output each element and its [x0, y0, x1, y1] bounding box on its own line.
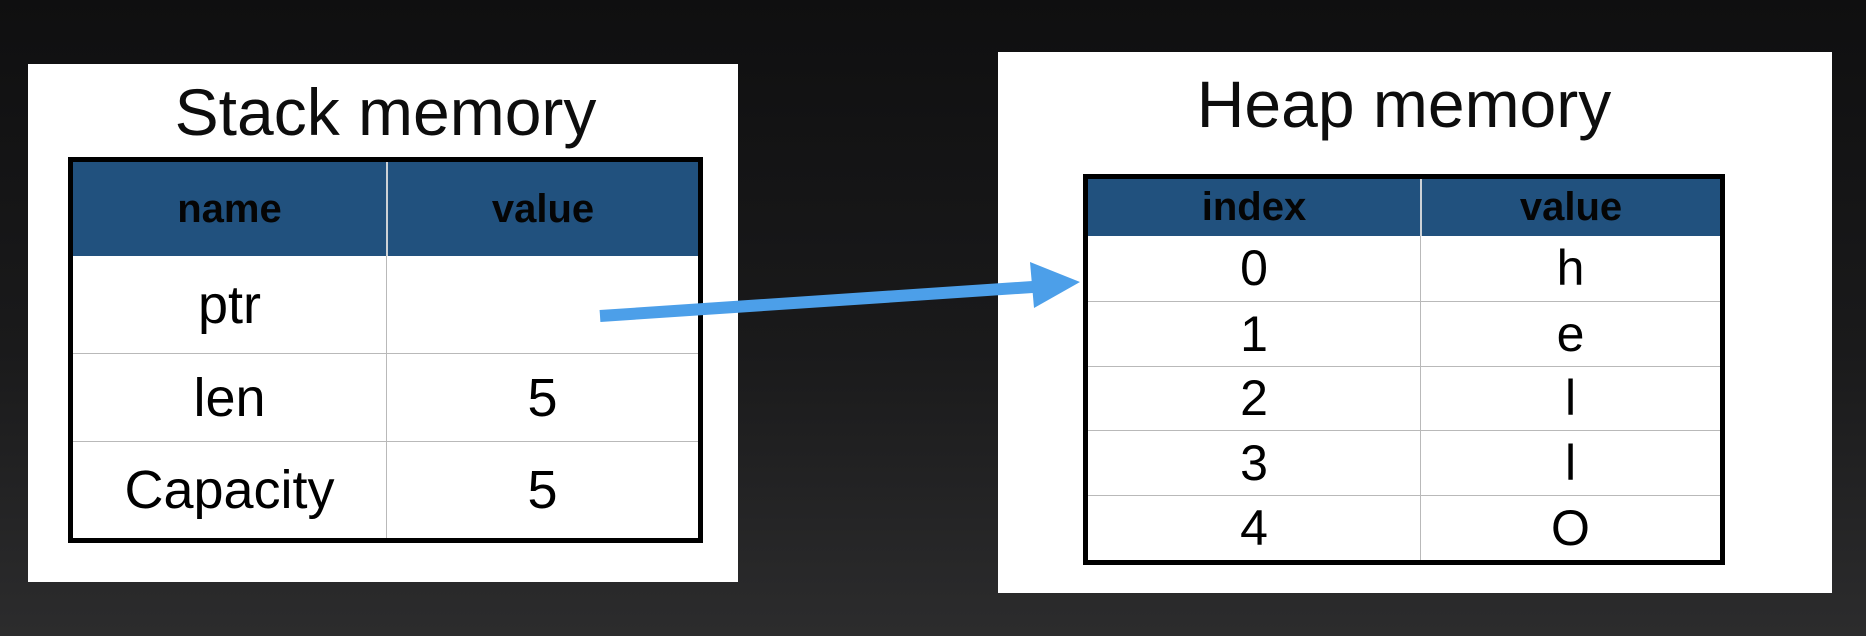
heap-cell-value-0: h	[1420, 236, 1720, 301]
stack-header-name: name	[73, 162, 386, 256]
heap-header-index: index	[1088, 179, 1420, 236]
heap-cell-index-2: 2	[1088, 365, 1420, 431]
stack-cell-len-name: len	[73, 353, 386, 441]
stack-cell-capacity-value: 5	[386, 441, 698, 538]
heap-cell-value-4: O	[1420, 495, 1720, 560]
heap-header-value: value	[1420, 179, 1720, 236]
heap-cell-value-2: l	[1420, 365, 1720, 431]
heap-panel-title: Heap memory	[1196, 67, 1612, 141]
heap-cell-index-3: 3	[1088, 430, 1420, 495]
heap-cell-index-0: 0	[1240, 240, 1268, 297]
stack-memory-table: name value ptr len 5 Capacity 5	[68, 157, 703, 543]
heap-memory-panel: Heap memory index value 0 h 1 e 2 l 3 l …	[998, 52, 1832, 593]
stack-cell-capacity-name: Capacity	[73, 441, 386, 538]
stack-memory-panel: Stack memory name value ptr len 5 Capaci…	[28, 64, 738, 582]
heap-cell-value-3: l	[1420, 430, 1720, 496]
stack-cell-ptr-value	[386, 256, 698, 353]
stack-cell-ptr-name: ptr	[197, 274, 262, 335]
stack-panel-title: Stack memory	[174, 75, 597, 149]
heap-cell-index-1: 1	[1088, 300, 1420, 366]
heap-cell-index-4: 4	[1088, 495, 1420, 560]
heap-cell-value-1: e	[1420, 300, 1720, 366]
heap-memory-table: index value 0 h 1 e 2 l 3 l 4 O	[1083, 174, 1725, 565]
stack-cell-len-value: 5	[386, 353, 698, 441]
stack-header-value: value	[386, 162, 698, 256]
